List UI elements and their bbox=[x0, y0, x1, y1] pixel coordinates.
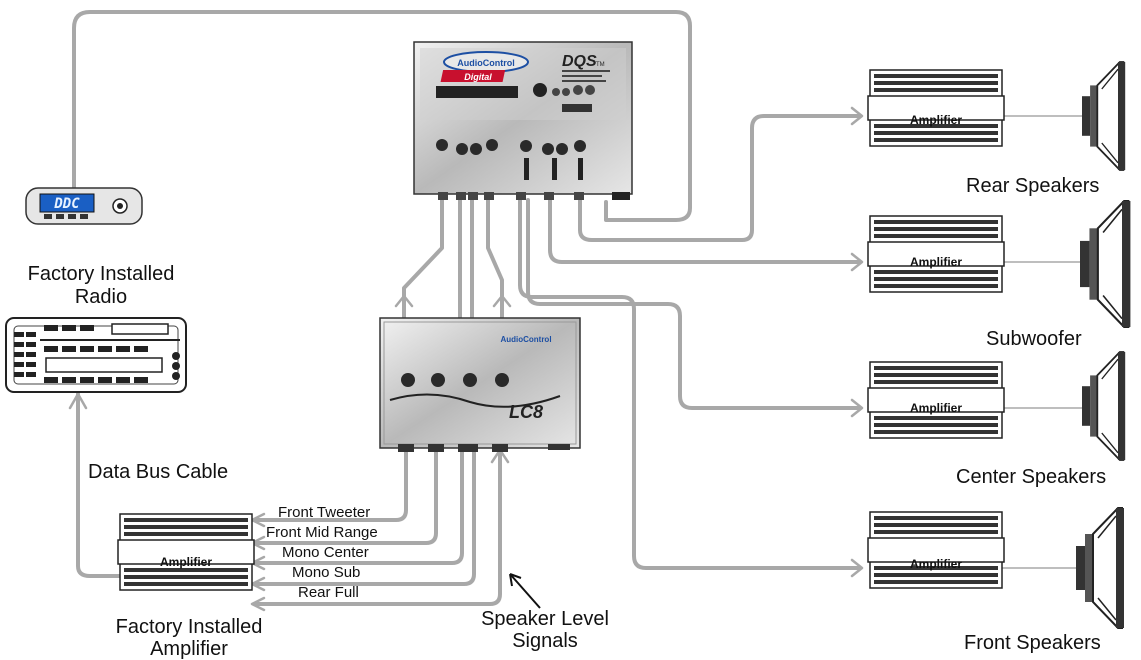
cable-front-mid bbox=[254, 450, 438, 545]
cable-sub-amp bbox=[548, 198, 862, 264]
speaker-center bbox=[1081, 351, 1127, 461]
cable-mono-sub bbox=[254, 450, 476, 586]
lc8-unit: AudioControl LC8 bbox=[379, 317, 581, 452]
cable-front-tweeter bbox=[254, 450, 408, 522]
factory-amplifier-label: Factory Installed Amplifier bbox=[84, 616, 294, 660]
signal-mono-center: Mono Center bbox=[282, 544, 369, 561]
factory-amp-label-line1: Factory Installed bbox=[115, 616, 263, 638]
dqs-model-suffix: TM bbox=[596, 62, 605, 68]
factory-amp-label-line2: Amplifier bbox=[150, 638, 228, 660]
amplifier-label: Amplifier bbox=[910, 557, 962, 571]
data-bus-cable bbox=[76, 392, 124, 578]
cable-rear-full bbox=[254, 450, 502, 606]
signal-rear-full: Rear Full bbox=[298, 584, 359, 601]
amplifier-label: Amplifier bbox=[910, 255, 962, 269]
lc8-brand: AudioControl bbox=[500, 335, 551, 344]
speaker-level-label-line2: Signals bbox=[512, 630, 578, 652]
dqs-unit: AudioControl Digital DQS TM bbox=[413, 41, 633, 200]
amplifier-label: Amplifier bbox=[910, 113, 962, 127]
front-speakers-label: Front Speakers bbox=[964, 632, 1101, 654]
amplifier-front: Amplifier bbox=[867, 511, 1005, 589]
ddc-screen: DDC bbox=[53, 196, 80, 212]
signal-front-tweeter: Front Tweeter bbox=[278, 504, 371, 521]
center-speakers-label: Center Speakers bbox=[956, 466, 1107, 488]
amplifier-label: Amplifier bbox=[160, 555, 212, 569]
signal-front-mid-range: Front Mid Range bbox=[266, 524, 378, 541]
dqs-main-knob bbox=[533, 83, 547, 97]
factory-radio-label-line1: Factory Installed bbox=[27, 263, 175, 285]
factory-amplifier: Amplifier bbox=[117, 513, 255, 591]
factory-radio-label: Factory Installed Radio bbox=[6, 263, 196, 309]
amplifier-sub: Amplifier bbox=[867, 215, 1005, 293]
rear-speakers-label: Rear Speakers bbox=[966, 175, 1100, 197]
dqs-badge: Digital bbox=[464, 72, 492, 82]
cable-dqs-lc8-a bbox=[402, 198, 444, 320]
cable-center-amp bbox=[526, 198, 862, 410]
dqs-brand: AudioControl bbox=[457, 58, 515, 68]
ddc-dqs-cable bbox=[72, 10, 692, 222]
speaker-level-label-line1: Speaker Level bbox=[481, 608, 609, 630]
ddc-remote: DDC bbox=[25, 187, 143, 225]
radio-connector bbox=[68, 392, 88, 410]
dqs-model: DQS bbox=[562, 53, 597, 70]
subwoofer-label: Subwoofer bbox=[986, 328, 1082, 350]
amplifier-label: Amplifier bbox=[910, 401, 962, 415]
speaker-level-arrow bbox=[509, 573, 541, 609]
speaker-rear bbox=[1081, 61, 1127, 171]
cable-front-amp bbox=[518, 198, 862, 570]
cable-rear-amp bbox=[578, 114, 862, 242]
cable-mono-center bbox=[254, 450, 464, 565]
speaker-level-label: Speaker Level Signals bbox=[460, 608, 630, 652]
speaker-front bbox=[1075, 507, 1125, 629]
dqs-digital-badge bbox=[440, 70, 506, 82]
data-bus-label: Data Bus Cable bbox=[88, 461, 229, 483]
cable-layer bbox=[68, 10, 1087, 612]
amplifier-rear: Amplifier bbox=[867, 69, 1005, 147]
speaker-sub bbox=[1078, 199, 1132, 329]
dqs-display bbox=[436, 86, 518, 98]
lc8-model: LC8 bbox=[509, 402, 543, 422]
amplifier-center: Amplifier bbox=[867, 361, 1005, 439]
signal-mono-sub: Mono Sub bbox=[292, 564, 361, 581]
factory-radio-label-line2: Radio bbox=[74, 286, 128, 308]
cable-dqs-lc8-d bbox=[486, 198, 504, 320]
factory-radio bbox=[5, 317, 187, 393]
